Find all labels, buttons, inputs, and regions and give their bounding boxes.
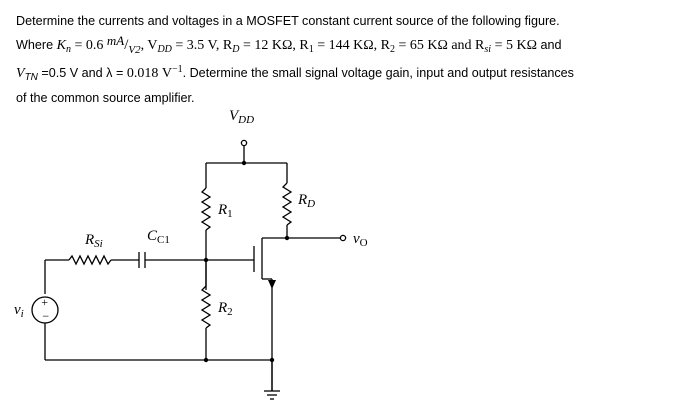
rd-resistor xyxy=(281,182,293,226)
kn-unit-numerator: mA xyxy=(106,33,125,48)
mosfet-amplifier-circuit: VDD RD R1 R2 RSi CC1 vO vi + − xyxy=(14,108,368,400)
r2-label: R2 xyxy=(217,300,233,318)
rsi-label: RSi xyxy=(84,232,103,250)
problem-line-2: Where Kn = 0.6 mA/V2, VDD = 3.5 V, RD = … xyxy=(16,33,562,56)
problem-line-4: of the common source amplifier. xyxy=(16,91,195,105)
r1-label: R1 xyxy=(217,202,233,220)
cc-label: CC1 xyxy=(147,228,170,246)
problem-line-3: VTN =0.5 V and λ = 0.018 V−1. Determine … xyxy=(16,64,574,83)
kn-unit-denominator: V2 xyxy=(128,44,141,56)
vi-minus-sign: − xyxy=(42,309,50,323)
vi-label: vi xyxy=(14,302,24,320)
r1-resistor xyxy=(200,187,212,231)
kn-expression: Kn = 0.6 xyxy=(56,38,107,55)
params-expression: , VDD = 3.5 V, RD = 12 KΩ, R1 = 144 KΩ, … xyxy=(140,38,537,55)
r2-resistor xyxy=(200,285,212,329)
junction-bottom xyxy=(269,357,275,363)
mosfet-source-arrow xyxy=(268,280,276,289)
junction-top xyxy=(241,160,247,166)
rd-label: RD xyxy=(297,192,315,210)
vo-label: vO xyxy=(353,231,368,249)
rsi-resistor xyxy=(68,254,112,266)
problem-line-1: Determine the currents and voltages in a… xyxy=(16,14,560,28)
junction-gate xyxy=(203,257,209,263)
vdd-terminal xyxy=(240,139,248,147)
vi-plus-sign: + xyxy=(41,295,49,309)
problem-statement: Determine the currents and voltages in a… xyxy=(16,11,684,108)
vdd-label: VDD xyxy=(229,108,254,126)
where-text: Where xyxy=(16,38,54,52)
and-text: and xyxy=(537,38,562,52)
junction-drain xyxy=(284,235,290,241)
junction-bottom-left xyxy=(203,357,209,363)
vo-terminal xyxy=(339,234,347,242)
